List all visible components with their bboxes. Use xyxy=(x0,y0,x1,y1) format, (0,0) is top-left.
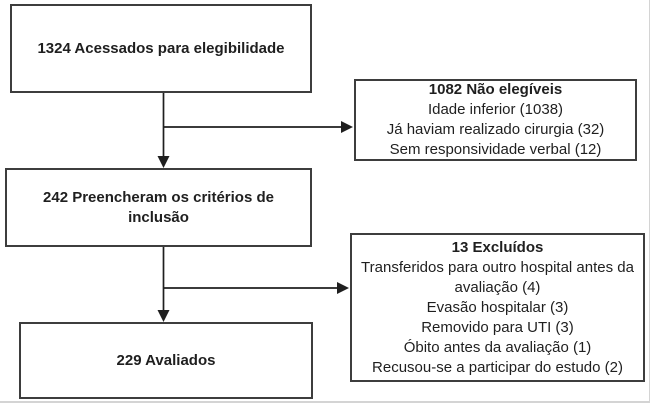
flow-box-not-eligible-title: 1082 Não elegíveis xyxy=(428,81,563,98)
flow-box-met-criteria: 242 Preencheram os critérios de inclusão xyxy=(5,168,312,247)
excluded-reason: Recusou-se a participar do estudo (2) xyxy=(372,358,623,376)
arrow-to-not-eligible-head xyxy=(341,121,353,133)
not-eligible-reason: Idade inferior (1038) xyxy=(427,101,564,118)
flow-box-assessed: 1324 Acessados para elegibilidade xyxy=(10,4,312,93)
flow-box-evaluated-label: 229 Avaliados xyxy=(116,351,216,369)
flow-box-evaluated: 229 Avaliados xyxy=(19,322,313,399)
arrow-assessed-to-criteria-head xyxy=(157,156,170,168)
flow-box-not-eligible: 1082 Não elegíveis Idade inferior (1038)… xyxy=(354,79,637,161)
excluded-reason: Transferidos para outro hospital antes d… xyxy=(361,258,634,296)
arrow-to-excluded-head xyxy=(337,282,349,294)
arrow-criteria-to-evaluated-head xyxy=(157,310,170,322)
not-eligible-reason: Sem responsividade verbal (12) xyxy=(389,141,602,158)
flow-box-excluded-title: 13 Excluídos xyxy=(451,238,544,256)
excluded-reason: Removido para UTI (3) xyxy=(421,318,574,336)
excluded-reason: Óbito antes da avaliação (1) xyxy=(403,338,592,356)
flow-box-met-criteria-label: 242 Preencheram os critérios de inclusão xyxy=(43,188,274,226)
not-eligible-reason: Já haviam realizado cirurgia (32) xyxy=(386,121,605,138)
excluded-reason: Evasão hospitalar (3) xyxy=(426,298,569,316)
flow-box-excluded: 13 Excluídos Transferidos para outro hos… xyxy=(350,233,645,382)
flow-box-assessed-label: 1324 Acessados para elegibilidade xyxy=(37,39,285,57)
